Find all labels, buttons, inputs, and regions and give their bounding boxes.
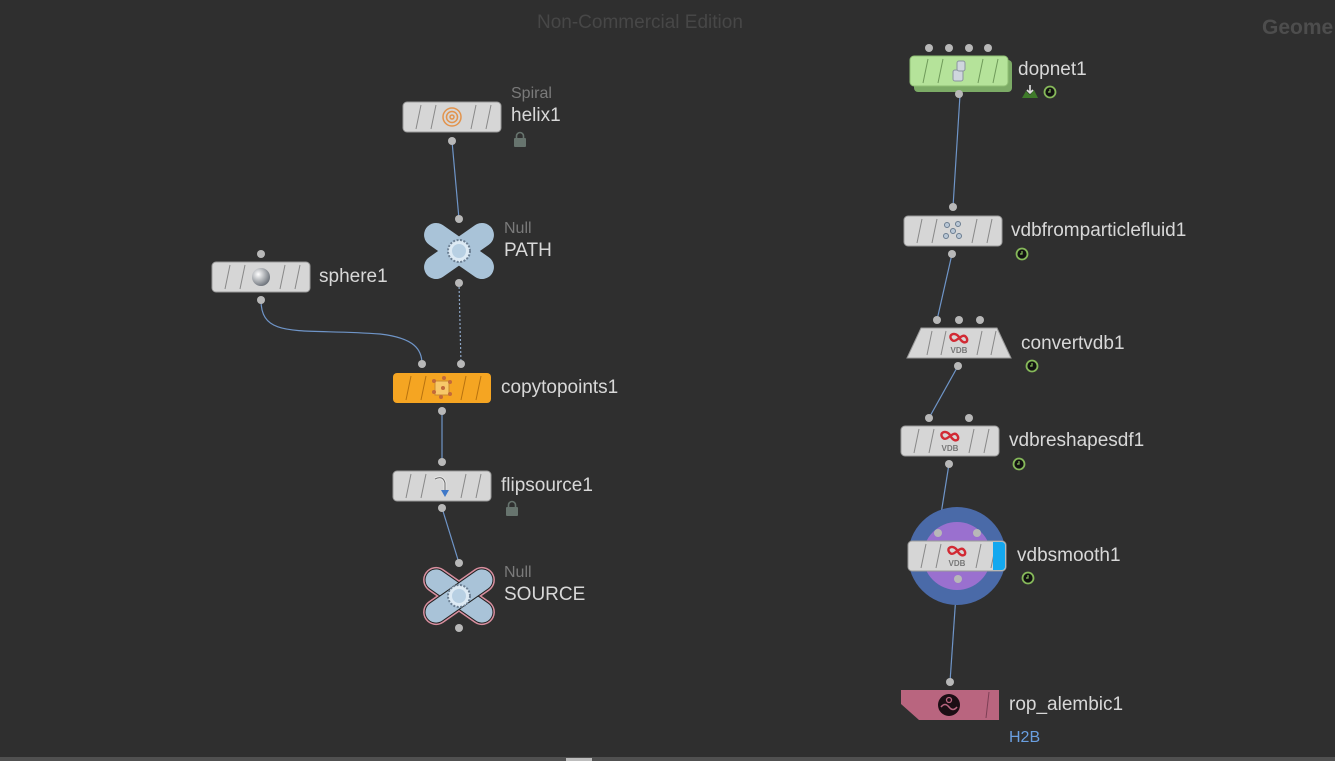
node-name-label[interactable]: vdbfromparticlefluid1	[1011, 220, 1187, 241]
lock-icon	[506, 500, 518, 516]
input-connector[interactable]	[438, 458, 446, 466]
node-name-label[interactable]: sphere1	[319, 266, 388, 287]
wire-convertvdb1-vdbreshapesdf1	[928, 365, 959, 419]
input-connector[interactable]	[973, 529, 981, 537]
dopnet-icon	[952, 60, 966, 82]
svg-text:VDB: VDB	[951, 346, 968, 355]
input-connector[interactable]	[955, 316, 963, 324]
vdb-icon: VDB	[947, 545, 967, 568]
node-vdbreshapesdf1[interactable]: VDB	[900, 425, 1000, 457]
output-connector[interactable]	[954, 575, 962, 583]
input-connector[interactable]	[925, 44, 933, 52]
node-comment: H2B	[1009, 729, 1041, 746]
input-connector[interactable]	[934, 529, 942, 537]
input-connector[interactable]	[949, 203, 957, 211]
node-type-label: Null	[504, 564, 532, 581]
node-copytopoints1[interactable]	[393, 373, 491, 403]
node-name-label[interactable]: dopnet1	[1018, 59, 1087, 80]
input-connector[interactable]	[418, 360, 426, 368]
node-sphere1[interactable]	[211, 261, 311, 293]
input-connector[interactable]	[933, 316, 941, 324]
output-connector[interactable]	[438, 407, 446, 415]
node-type-label: Spiral	[511, 85, 552, 102]
node-convertvdb1[interactable]: VDB	[906, 327, 1012, 359]
node-name-label[interactable]: vdbsmooth1	[1017, 545, 1121, 566]
node-name-label[interactable]: PATH	[504, 240, 552, 261]
input-connector[interactable]	[946, 678, 954, 686]
wires	[260, 94, 961, 683]
sim-icon	[1022, 85, 1038, 98]
output-connector[interactable]	[954, 362, 962, 370]
node-name-label[interactable]: rop_alembic1	[1009, 694, 1124, 715]
output-connector[interactable]	[438, 504, 446, 512]
input-connector[interactable]	[965, 414, 973, 422]
vdb-icon: VDB	[940, 430, 960, 453]
node-name-label[interactable]: convertvdb1	[1021, 333, 1125, 354]
pane-divider[interactable]	[0, 757, 1335, 761]
input-connector[interactable]	[455, 215, 463, 223]
time-dependent-icon	[1015, 247, 1029, 261]
vdb-icon: VDB	[949, 332, 969, 355]
output-connector[interactable]	[257, 296, 265, 304]
non-commercial-watermark: Non-Commercial Edition	[537, 12, 743, 33]
display-flag[interactable]	[993, 542, 1005, 570]
particle-fluid-icon	[943, 221, 962, 239]
node-rop-alembic1[interactable]	[901, 690, 999, 720]
node-name-label[interactable]: vdbreshapesdf1	[1009, 430, 1145, 451]
null-icon	[424, 222, 494, 280]
input-connector[interactable]	[257, 250, 265, 258]
flip-source-icon	[434, 476, 449, 497]
null-icon	[423, 566, 495, 626]
copy-to-points-icon	[432, 376, 452, 399]
svg-text:VDB: VDB	[942, 444, 959, 453]
time-dependent-icon	[1021, 571, 1035, 585]
output-connector[interactable]	[455, 624, 463, 632]
input-connector[interactable]	[455, 559, 463, 567]
input-connector[interactable]	[984, 44, 992, 52]
wire-path-copytopoints1	[458, 282, 462, 365]
node-vdbsmooth1[interactable]: VDB	[907, 540, 1007, 572]
node-name-label[interactable]: helix1	[511, 105, 561, 126]
pane-resize-handle[interactable]	[566, 758, 592, 761]
sphere-icon	[252, 268, 270, 286]
output-connector[interactable]	[448, 137, 456, 145]
input-connector[interactable]	[965, 44, 973, 52]
alembic-icon	[938, 694, 960, 716]
node-dopnet1[interactable]	[909, 55, 1012, 92]
output-connector[interactable]	[455, 279, 463, 287]
time-dependent-icon	[1043, 85, 1057, 99]
node-source[interactable]	[418, 562, 500, 630]
wire-flipsource1-source	[441, 507, 460, 564]
node-flipsource1[interactable]	[392, 470, 492, 502]
wire-vdbfromparticlefluid1-convertvdb1	[936, 253, 953, 321]
input-connector[interactable]	[457, 360, 465, 368]
input-connector[interactable]	[945, 44, 953, 52]
node-name-label[interactable]: copytopoints1	[501, 377, 619, 398]
output-connector[interactable]	[948, 250, 956, 258]
time-dependent-icon	[1025, 359, 1039, 373]
network-context-label: Geome	[1262, 16, 1334, 39]
input-connector[interactable]	[976, 316, 984, 324]
node-path[interactable]	[419, 218, 498, 284]
node-name-label[interactable]: SOURCE	[504, 584, 586, 605]
svg-text:VDB: VDB	[949, 559, 966, 568]
lock-icon	[514, 131, 526, 147]
node-type-label: Null	[504, 220, 532, 237]
spiral-icon	[442, 107, 462, 127]
input-connector[interactable]	[925, 414, 933, 422]
time-dependent-icon	[1012, 457, 1026, 471]
node-helix1[interactable]	[402, 101, 502, 133]
node-name-label[interactable]: flipsource1	[501, 475, 593, 496]
wire-helix1-path	[451, 140, 460, 220]
input-connectors	[925, 44, 992, 52]
output-connector[interactable]	[955, 90, 963, 98]
wire-dopnet1-vdbfromparticlefluid1	[952, 94, 961, 208]
output-connector[interactable]	[945, 460, 953, 468]
node-vdbfromparticlefluid1[interactable]	[903, 215, 1003, 247]
wire-sphere1-copytopoints1	[260, 299, 423, 365]
